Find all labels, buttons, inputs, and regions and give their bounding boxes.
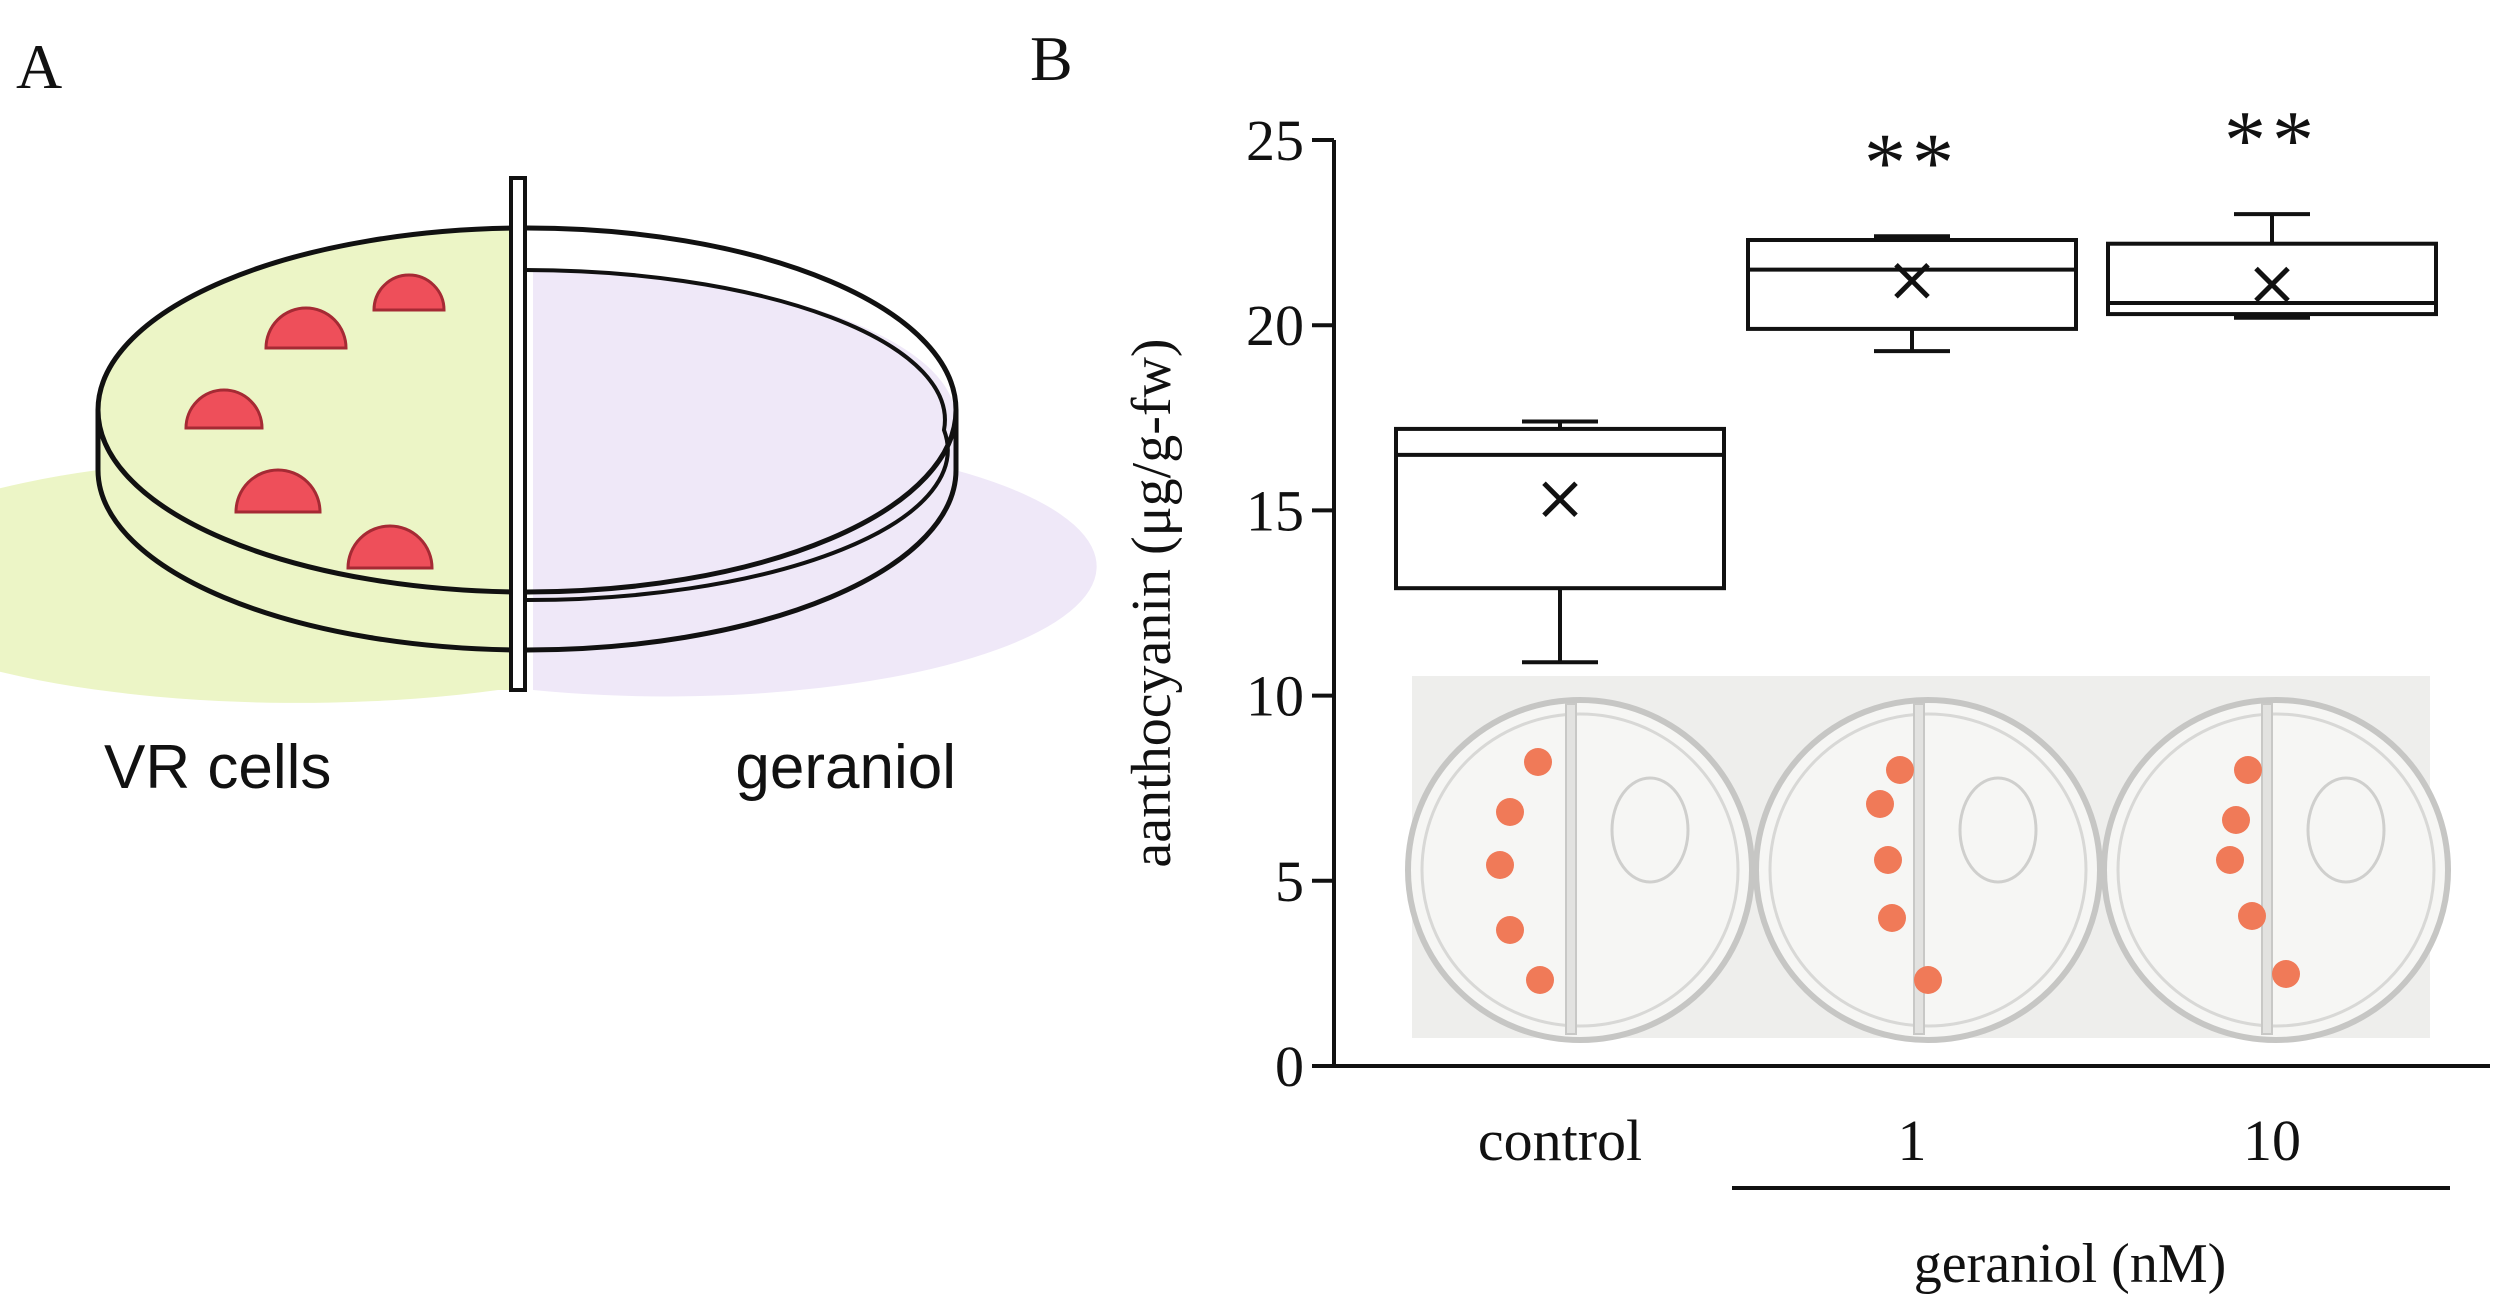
photo-plate-divider	[1913, 703, 1925, 1035]
box-1: **	[1746, 116, 2078, 354]
cell-colony	[372, 273, 446, 312]
photo-plate-inner	[2116, 712, 2436, 1028]
photo-plate	[1753, 697, 2103, 1043]
mean-marker	[1542, 481, 1578, 518]
cell-colonies	[184, 273, 446, 570]
mean-marker	[2254, 266, 2290, 303]
iqr-box	[1394, 426, 1726, 591]
photo-plate-inner	[1768, 712, 2088, 1028]
plate-photo	[1405, 676, 2451, 1043]
box-control	[1394, 419, 1726, 665]
photo-plate-inner	[1420, 712, 1740, 1028]
vr-cells-label: VR cells	[104, 733, 331, 802]
photo-cell-colony	[2272, 960, 2300, 988]
y-axis-title: aanthocyanin (μg/g-fw)	[1121, 338, 1183, 867]
x-axis-title: geraniol (nM)	[1914, 1233, 2227, 1295]
photo-cell-colony	[2216, 846, 2244, 874]
photo-cell-colony	[2238, 902, 2266, 930]
dish-inner-edge	[521, 267, 950, 603]
photo-cell-colony	[1878, 904, 1906, 932]
photo-filter-disc	[1610, 776, 1690, 884]
petri-dish-illustration	[0, 176, 1097, 703]
cell-colony	[264, 306, 348, 350]
photo-plates	[1405, 697, 2451, 1043]
photo-cell-colony	[1524, 748, 1552, 776]
significance-label: **	[2224, 94, 2320, 187]
panel-b: B 0 5 10 15 20 25 ** ** control 1 10 geraniol (n…	[1030, 23, 2490, 1295]
boxes: ** **	[1394, 94, 2438, 665]
photo-cell-colony	[1496, 798, 1524, 826]
photo-plate	[1405, 697, 1755, 1043]
photo-filter-disc	[2306, 776, 2386, 884]
dish-right-medium	[533, 270, 1097, 697]
geraniol-label: geraniol	[735, 733, 956, 802]
panel-a: A VR cells geraniol	[0, 31, 1097, 802]
x-tick-label: control	[1478, 1108, 1642, 1173]
significance-label: **	[1864, 116, 1960, 209]
cell-colony	[346, 524, 434, 570]
dish-divider	[509, 176, 527, 692]
y-tick-label: 5	[1275, 849, 1304, 914]
photo-cell-colony	[1866, 790, 1894, 818]
photo-cell-colony	[2234, 756, 2262, 784]
panel-a-letter: A	[16, 31, 62, 102]
x-tick-label: 1	[1898, 1108, 1927, 1173]
y-tick-label: 10	[1246, 664, 1304, 729]
photo-cell-colony	[2222, 806, 2250, 834]
x-tick-labels: control 1 10	[1478, 1108, 2301, 1173]
y-ticks: 0 5 10 15 20 25	[1246, 108, 1334, 1099]
iqr-box	[1746, 238, 2078, 331]
photo-cell-colony	[1496, 916, 1524, 944]
x-tick-label: 10	[2243, 1108, 2301, 1173]
photo-cell-colony	[1874, 846, 1902, 874]
photo-cell-colony	[1486, 851, 1514, 879]
y-tick-label: 25	[1246, 108, 1304, 173]
mean-marker	[1894, 262, 1930, 299]
photo-cell-colony	[1886, 756, 1914, 784]
box-10: **	[2106, 94, 2438, 320]
photo-plate-divider	[2261, 703, 2273, 1035]
photo-filter-disc	[1958, 776, 2038, 884]
photo-cell-colony	[1526, 966, 1554, 994]
y-tick-label: 20	[1246, 293, 1304, 358]
y-tick-label: 15	[1246, 478, 1304, 543]
photo-plate	[2101, 697, 2451, 1043]
photo-cell-colony	[1914, 966, 1942, 994]
cell-colony	[184, 388, 264, 430]
cell-colony	[234, 468, 322, 514]
panel-b-letter: B	[1030, 23, 1073, 94]
chart-area: 0 5 10 15 20 25 ** ** control 1 10 geraniol (nM)…	[1121, 94, 2490, 1295]
y-tick-label: 0	[1275, 1034, 1304, 1099]
photo-plate-divider	[1565, 703, 1577, 1035]
